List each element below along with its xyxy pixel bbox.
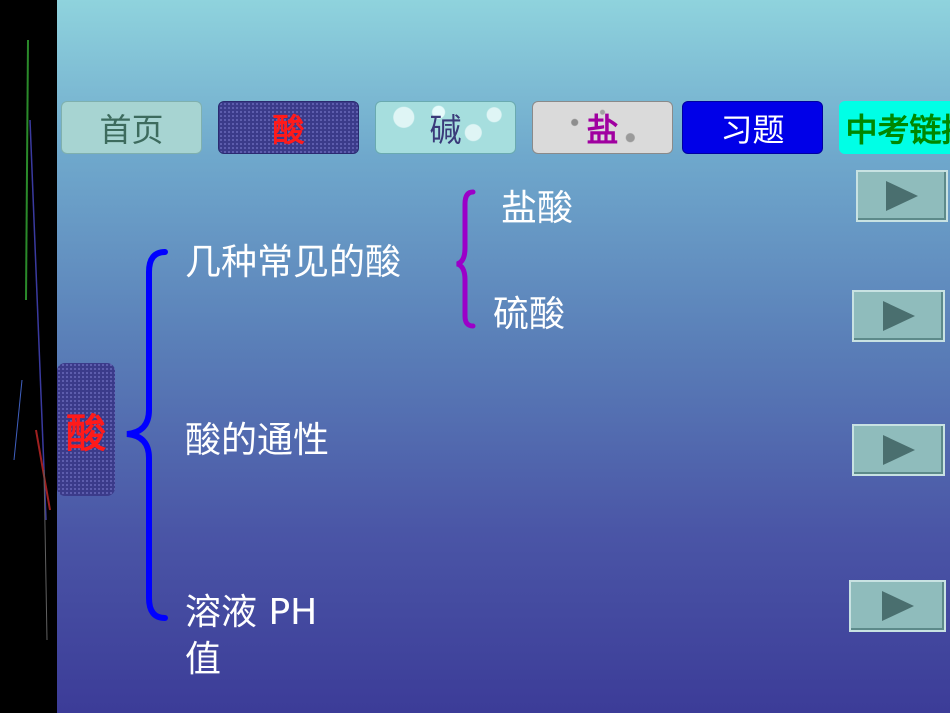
branch-common-acids: 几种常见的酸 (185, 242, 402, 283)
main-brace (126, 249, 168, 621)
play-icon (886, 181, 918, 211)
nav-base-button[interactable]: 碱 (375, 101, 516, 154)
play-button-properties[interactable] (852, 424, 945, 476)
play-button-hydrochloric[interactable] (856, 170, 948, 222)
nav-acid-button[interactable]: 酸 (218, 101, 359, 154)
braces (126, 189, 476, 621)
sub-brace (456, 189, 476, 329)
branch-sulfuric-acid: 硫酸 (493, 294, 566, 335)
sidebar-decoration (0, 0, 57, 713)
play-button-ph[interactable] (849, 580, 946, 632)
play-button-sulfuric[interactable] (852, 290, 945, 342)
decorative-lines (13, 39, 51, 641)
play-icon (881, 591, 914, 621)
branch-hydrochloric-acid: 盐酸 (501, 188, 574, 229)
slide-content: 首页 酸 碱 盐 习题 中考链接 酸 几种常见的酸 盐酸 硫酸 酸的通性 溶液 … (57, 0, 950, 713)
play-icon (882, 301, 915, 331)
branch-ph-value: 溶液 PH 值 (185, 592, 318, 680)
nav-home-button[interactable]: 首页 (61, 101, 202, 154)
nav-exam-link-button[interactable]: 中考链接 (839, 101, 950, 154)
nav-salt-button[interactable]: 盐 (532, 101, 673, 154)
nav-exercise-button[interactable]: 习题 (682, 101, 823, 154)
topic-acid-tag: 酸 (57, 363, 115, 496)
branch-general-properties: 酸的通性 (185, 420, 330, 461)
play-icon (882, 435, 915, 465)
